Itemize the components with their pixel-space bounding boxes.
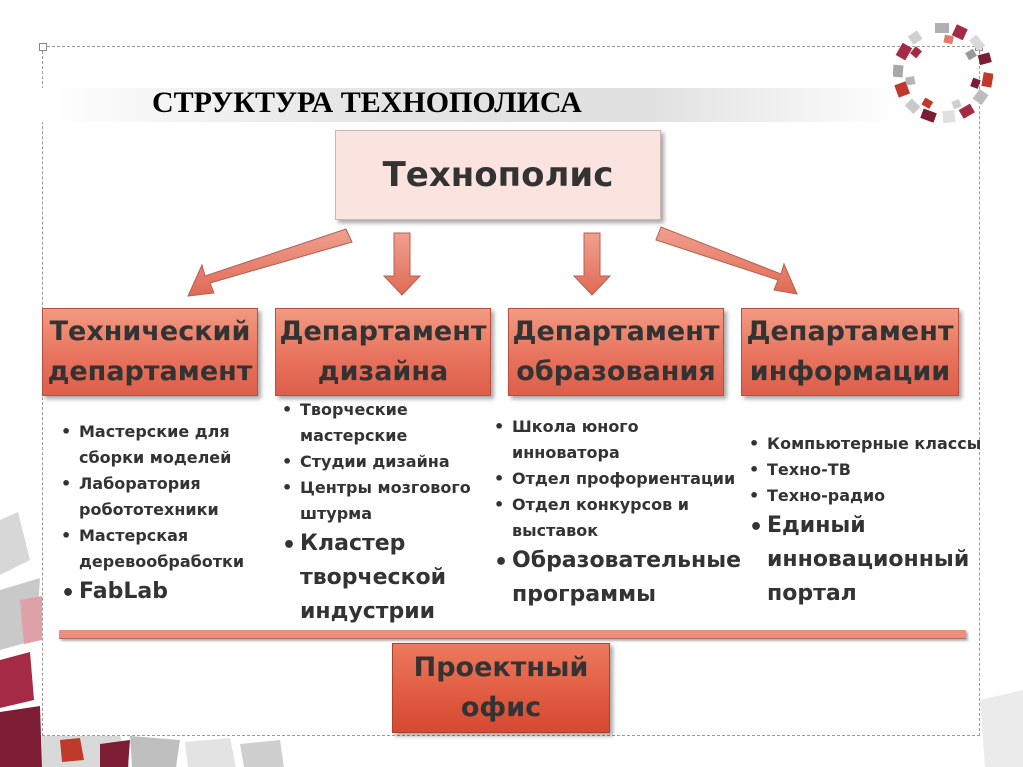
list-item: Компьютерные классы	[745, 431, 990, 457]
list-item: Отдел конкурсов и выставок	[490, 492, 740, 544]
resize-handle-top-left[interactable]	[39, 43, 47, 51]
department-technical-label: Технический департамент	[47, 316, 253, 387]
technical-items-list: Мастерские для сборки моделей Лаборатори…	[57, 419, 272, 611]
technopolis-logo	[893, 23, 993, 124]
department-information-label: Департамент информации	[746, 316, 954, 387]
department-education: Департамент образования	[508, 308, 724, 396]
department-technical: Технический департамент	[42, 308, 258, 396]
list-item: Лаборатория робототехники	[57, 471, 272, 523]
information-items-list: Компьютерные классы Техно-ТВ Техно-радио…	[745, 431, 990, 611]
education-items-list: Школа юного инноватора Отдел профориента…	[490, 414, 741, 612]
connector-bar	[59, 630, 966, 639]
project-office-box: Проектный офис	[392, 643, 610, 733]
corner-pattern-left	[0, 512, 284, 767]
list-item: Творческие мастерские	[278, 397, 483, 449]
slide-title: СТРУКТУРА ТЕХНОПОЛИСА	[152, 86, 582, 119]
list-item: FabLab	[57, 575, 272, 611]
list-item: Образовательные программы	[490, 544, 741, 612]
department-design-label: Департамент дизайна	[279, 316, 487, 387]
list-item: Центры мозгового штурма	[278, 475, 483, 527]
list-item: Мастерские для сборки моделей	[57, 419, 272, 471]
design-items-list: Творческие мастерские Студии дизайна Цен…	[278, 397, 483, 629]
list-item: Кластер творческой индустрии	[278, 527, 483, 629]
list-item: Школа юного инноватора	[490, 414, 740, 466]
list-item: Техно-ТВ	[745, 457, 990, 483]
list-item: Техно-радио	[745, 483, 990, 509]
title-band	[42, 88, 902, 122]
list-item: Студии дизайна	[278, 449, 483, 475]
project-office-label: Проектный офис	[413, 652, 589, 723]
department-information: Департамент информации	[741, 308, 959, 396]
department-education-label: Департамент образования	[512, 316, 720, 387]
list-item: Отдел профориентации	[490, 466, 740, 492]
department-design: Департамент дизайна	[275, 308, 491, 396]
corner-pattern-right	[980, 690, 1023, 767]
list-item: Мастерская деревообработки	[57, 523, 272, 575]
list-item: Единый инновационный портал	[745, 509, 990, 611]
technopolis-box: Технополис	[335, 130, 661, 220]
